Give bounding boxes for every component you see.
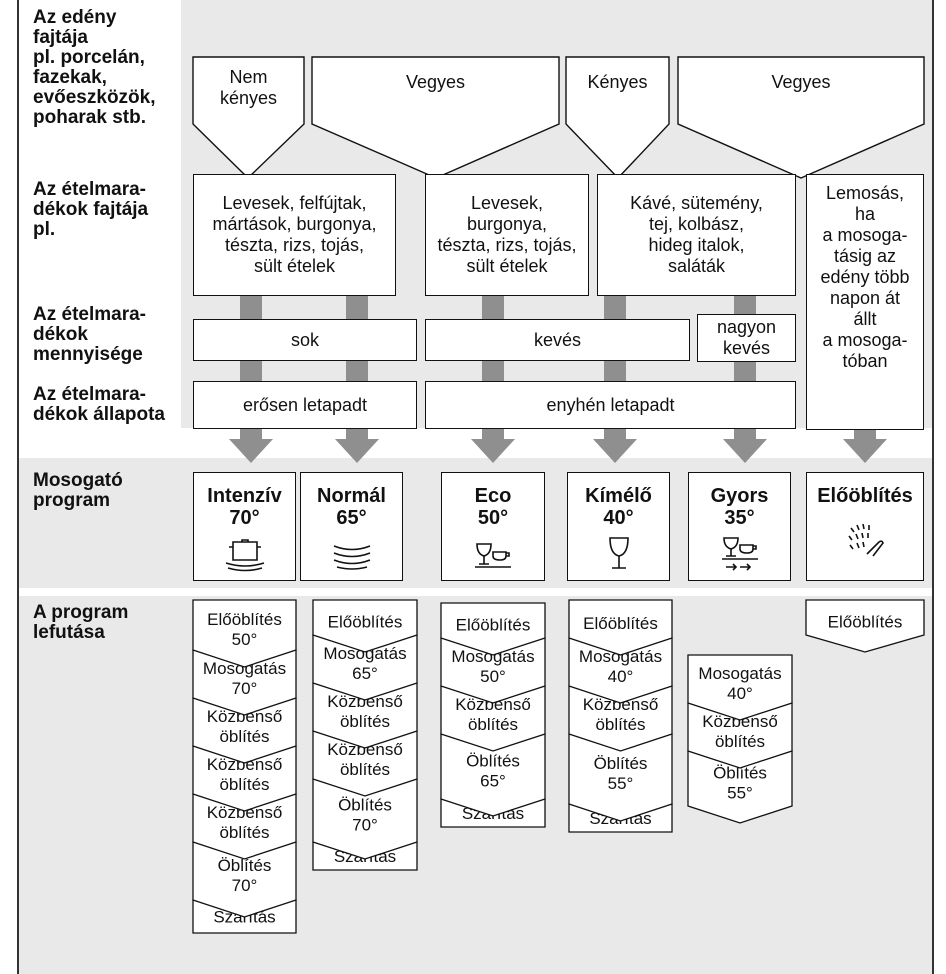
dish-type-1-label: Nem kényes	[219, 67, 278, 108]
sequence-step-shape	[440, 602, 546, 656]
program-name: Eco	[474, 485, 512, 507]
sequence-step-shape	[192, 599, 297, 668]
connector	[604, 360, 626, 382]
program-name: Normál	[317, 485, 386, 507]
dish-type-3-label: Kényes	[587, 71, 648, 92]
sequence-step-shape	[805, 599, 925, 653]
sequence-step-label: Előöblítés	[456, 616, 531, 635]
food-type-box-2: Levesek, burgonya, tészta, rizs, tojás, …	[425, 174, 589, 296]
sequence-step-shape	[568, 599, 673, 656]
program-temp: 65°	[336, 507, 367, 529]
program-temp: 35°	[724, 507, 755, 529]
connector	[734, 295, 756, 315]
program-eco: Eco 50°	[441, 472, 545, 581]
food-type-box-4: Lemosás, ha a mosoga- tásig az edény töb…	[806, 174, 924, 430]
connector	[482, 295, 504, 320]
pot-plates-icon	[225, 539, 264, 572]
program-intenziv: Intenzív 70°	[193, 472, 296, 581]
label-mennyiseg: Az ételmara- dékok mennyisége	[33, 304, 146, 365]
food-type-box-3: Kávé, sütemény, tej, kolbász, hideg ital…	[597, 174, 796, 296]
program-temp: 70°	[229, 507, 260, 529]
program-kimelo: Kímélő 40°	[567, 472, 670, 581]
condition-box-enyhen: enyhén letapadt	[425, 381, 796, 429]
dish-type-4-shape	[677, 56, 925, 179]
amount-box-keves: kevés	[425, 319, 690, 361]
dish-type-4-label: Vegyes	[771, 71, 831, 92]
label-etel-fajta: Az ételmara- dékok fajtája pl.	[33, 179, 149, 240]
arrow-down-icon	[593, 429, 637, 463]
arrow-down-icon	[471, 429, 515, 463]
arrow-down-icon	[335, 429, 379, 463]
dish-type-2-shape	[311, 56, 560, 179]
program-eloblites: Előöblítés	[806, 472, 924, 581]
program-name: Gyors	[710, 485, 769, 507]
program-temp: 50°	[477, 507, 509, 529]
wine-glass-icon	[608, 537, 629, 569]
label-lefutas: A program lefutása	[33, 602, 129, 643]
dish-type-3-shape	[565, 56, 670, 180]
sequence-step-label: Előöblítés	[328, 613, 403, 632]
program-name: Intenzív	[207, 485, 282, 507]
label-allapot: Az ételmara- dékok állapota	[33, 384, 165, 425]
label-edeny: Az edény fajtája pl. porcelán, fazekak, …	[33, 7, 156, 128]
arrow-down-icon	[723, 429, 767, 463]
program-name: Előöblítés	[817, 485, 913, 507]
right-border	[932, 0, 934, 974]
glass-cup-icon	[475, 543, 511, 568]
label-program: Mosogató program	[33, 470, 123, 511]
connector	[482, 360, 504, 382]
connector	[240, 360, 262, 382]
left-border	[17, 0, 19, 974]
amount-box-sok: sok	[193, 319, 417, 361]
program-temp: 40°	[603, 507, 634, 529]
arrow-down-icon	[843, 430, 887, 463]
food-type-box-1: Levesek, felfújtak, mártások, burgonya, …	[193, 174, 396, 296]
glass-cup-fast-icon	[721, 537, 758, 571]
connector	[734, 362, 756, 382]
dish-type-1-shape	[192, 56, 305, 179]
stacked-plates-icon	[333, 545, 370, 570]
connector	[346, 360, 368, 382]
condition-box-erosen: erősen letapadt	[193, 381, 417, 429]
arrow-down-icon	[229, 429, 273, 463]
dish-type-shapes	[192, 56, 925, 180]
program-normal: Normál 65°	[300, 472, 403, 581]
program-name: Kímélő	[585, 485, 652, 507]
sequence-step-label: Előöblítés	[828, 613, 903, 632]
sequence-step-shape	[687, 654, 793, 721]
amount-box-nagyon-keves: nagyon kevés	[697, 314, 796, 362]
sequence-step-shape	[312, 599, 418, 653]
rinse-spray-icon	[848, 523, 884, 557]
program-arrows	[229, 429, 887, 463]
connector	[604, 295, 626, 320]
program-gyors: Gyors 35°	[688, 472, 791, 581]
connector	[240, 295, 262, 320]
sequence-step-label: Előöblítés	[583, 614, 658, 633]
connector	[346, 295, 368, 320]
dish-type-2-label: Vegyes	[405, 71, 466, 92]
